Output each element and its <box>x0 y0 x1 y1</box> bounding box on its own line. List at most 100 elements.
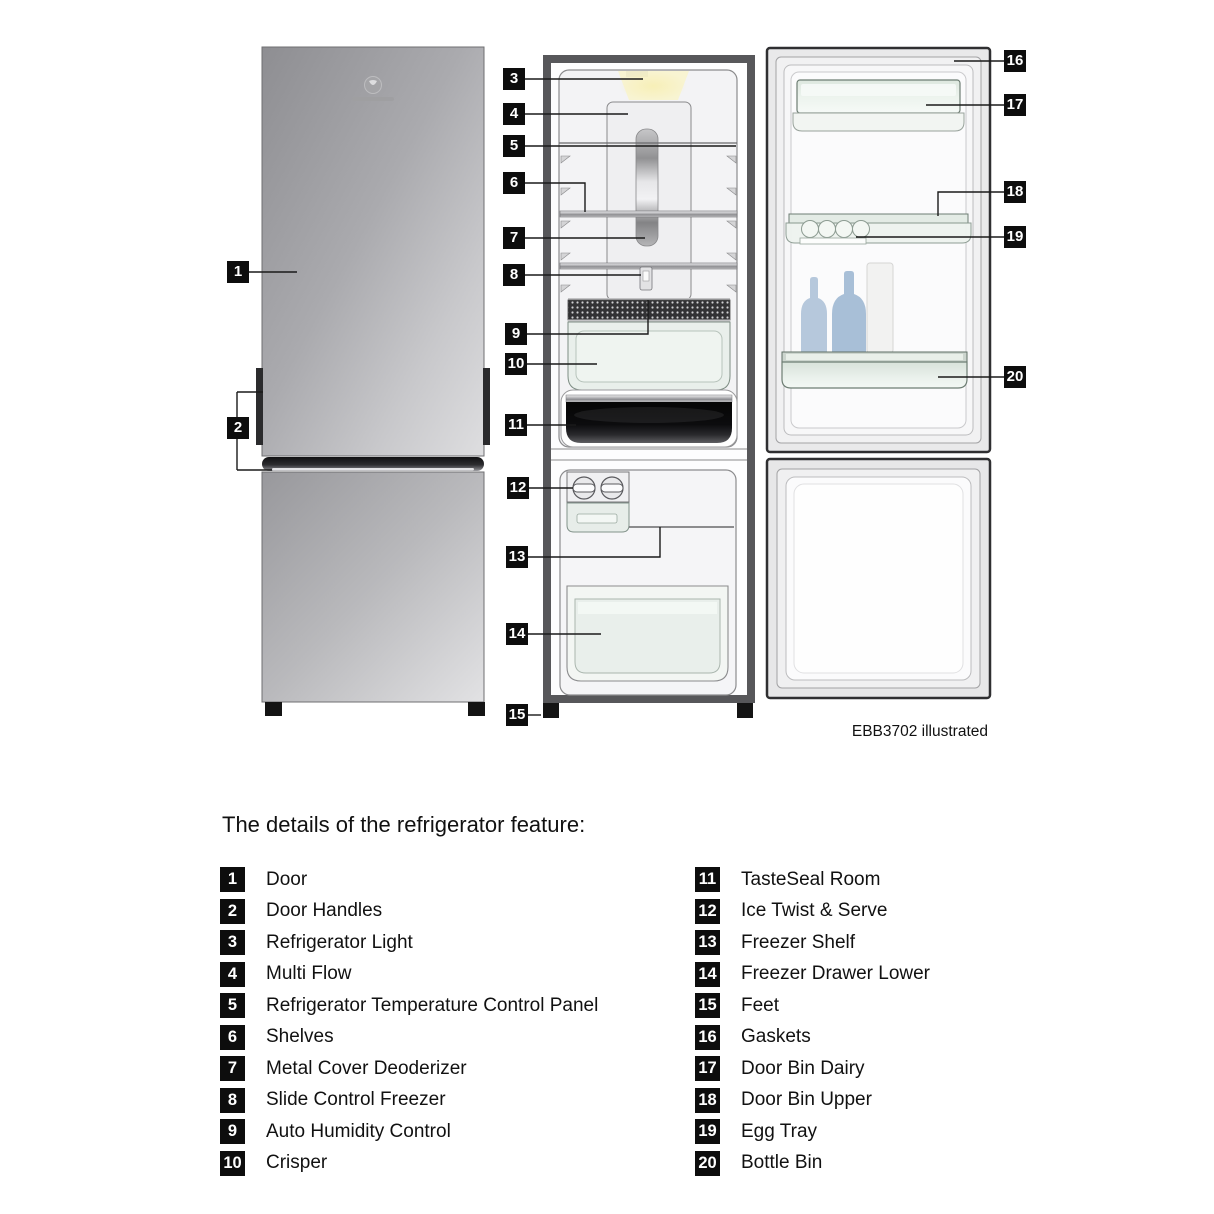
carton <box>866 262 894 354</box>
legend-number: 11 <box>695 867 720 892</box>
callout-18: 18 <box>1004 181 1026 203</box>
legend-label: Door Handles <box>266 900 383 921</box>
legend-label: Freezer Drawer Lower <box>741 963 930 984</box>
egg-tray <box>799 220 870 245</box>
callout-3: 3 <box>503 68 525 90</box>
legend-number: 17 <box>695 1056 720 1081</box>
legend-number: 13 <box>695 930 720 955</box>
bottle <box>832 271 866 352</box>
legend-label: Crisper <box>266 1152 328 1173</box>
refrigerator-diagram <box>236 46 1004 718</box>
callout-15: 15 <box>506 704 528 726</box>
foot <box>468 702 485 716</box>
legend-number: 20 <box>695 1150 720 1176</box>
foot <box>543 703 559 718</box>
door-handle-right <box>483 368 490 445</box>
legend-number: 1 <box>220 867 245 892</box>
legend-item: 14 Freezer Drawer Lower <box>695 961 930 987</box>
freezer-handle-bar <box>262 457 484 471</box>
legend-label: Door Bin Dairy <box>741 1057 865 1079</box>
callout-5: 5 <box>503 135 525 157</box>
legend-item: 10 Crisper <box>220 1150 598 1176</box>
legend-label: Freezer Shelf <box>741 931 856 953</box>
callout-9: 9 <box>505 323 527 345</box>
callout-2: 2 <box>227 417 249 439</box>
legend-item: 7 Metal Cover Deoderizer <box>220 1056 598 1081</box>
callout-14: 14 <box>506 623 528 645</box>
legend-label: Ice Twist & Serve <box>741 900 888 921</box>
legend-label: Refrigerator Light <box>266 931 413 953</box>
shelf-hooks <box>560 155 737 293</box>
legend-number: 19 <box>695 1119 720 1144</box>
callout-11: 11 <box>505 414 527 436</box>
legend-label: Door <box>266 868 308 890</box>
tasteseal-room <box>566 402 732 443</box>
door-handle-left <box>256 368 263 445</box>
legend-item: 11 TasteSeal Room <box>695 867 930 892</box>
legend-label: Egg Tray <box>741 1120 818 1142</box>
callout-4: 4 <box>503 103 525 125</box>
freezer-door <box>261 471 485 703</box>
front-closed-view <box>256 46 490 716</box>
model-caption: EBB3702 illustrated <box>851 723 988 740</box>
refrigerator-door <box>261 46 485 457</box>
legend-item: 13 Freezer Shelf <box>695 930 930 955</box>
callout-8: 8 <box>503 264 525 286</box>
callout-7: 7 <box>503 227 525 249</box>
legend-label: Gaskets <box>741 1026 811 1047</box>
shelf <box>559 210 738 218</box>
callout-17: 17 <box>1004 94 1026 116</box>
callout-12: 12 <box>507 477 529 499</box>
legend-number: 18 <box>695 1087 720 1113</box>
legend-item: 3 Refrigerator Light <box>220 930 598 955</box>
legend-label: Feet <box>741 994 780 1016</box>
legend-label: TasteSeal Room <box>741 868 881 890</box>
legend-item: 20 Bottle Bin <box>695 1150 930 1176</box>
leader-lines <box>236 60 1004 716</box>
legend-number: 10 <box>220 1150 245 1176</box>
legend-number: 14 <box>695 961 720 987</box>
legend-label: Shelves <box>266 1026 334 1047</box>
legend-label: Bottle Bin <box>741 1152 823 1173</box>
legend-item: 19 Egg Tray <box>695 1119 930 1144</box>
legend-number: 7 <box>220 1056 245 1081</box>
foot <box>265 702 282 716</box>
callout-19: 19 <box>1004 226 1026 248</box>
legend-number: 6 <box>220 1024 245 1050</box>
legend-item: 6 Shelves <box>220 1024 598 1050</box>
legend-number: 2 <box>220 898 245 924</box>
callout-1: 1 <box>227 261 249 283</box>
legend-item: 4 Multi Flow <box>220 961 598 987</box>
legend-label: Metal Cover Deoderizer <box>266 1057 467 1079</box>
legend-number: 4 <box>220 961 245 987</box>
callout-13: 13 <box>506 546 528 568</box>
door-interior-view <box>765 46 992 700</box>
legend-item: 15 Feet <box>695 993 930 1018</box>
legend-label: Multi Flow <box>266 963 352 984</box>
auto-humidity-control <box>567 299 731 321</box>
page-title: The details of the refrigerator feature: <box>222 812 586 837</box>
electrolux-logo <box>352 76 394 101</box>
legend-number: 8 <box>220 1087 245 1113</box>
legend-number: 15 <box>695 993 720 1018</box>
legend-label: Auto Humidity Control <box>266 1120 451 1142</box>
legend-number: 5 <box>220 993 245 1018</box>
legend-number: 3 <box>220 930 245 955</box>
door-bin-upper <box>788 213 969 224</box>
callout-16: 16 <box>1004 50 1026 72</box>
legend-number: 12 <box>695 898 720 924</box>
callout-20: 20 <box>1004 366 1026 388</box>
legend-item: 17 Door Bin Dairy <box>695 1056 930 1081</box>
interior-open-view <box>543 55 755 718</box>
legend-item: 1 Door <box>220 867 598 892</box>
legend-item: 2 Door Handles <box>220 898 598 924</box>
foot <box>737 703 753 718</box>
